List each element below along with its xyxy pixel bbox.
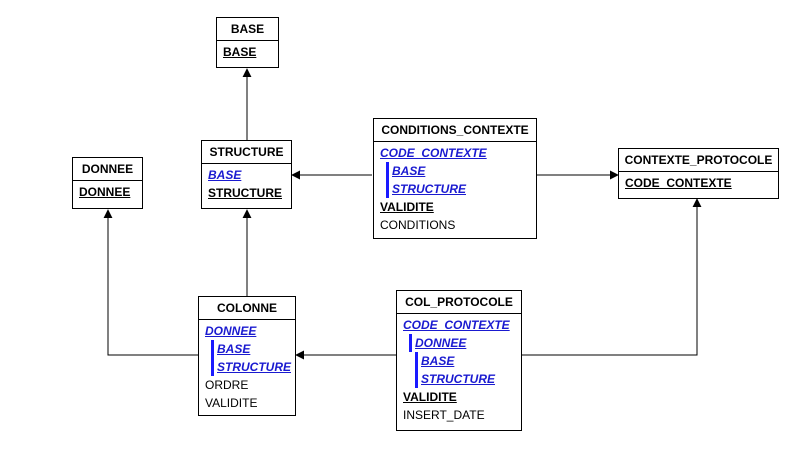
attr-fk: STRUCTURE: [211, 358, 291, 376]
entity-donnee[interactable]: DONNEE DONNEE: [72, 157, 143, 209]
entity-col-protocole[interactable]: COL_PROTOCOLE CODE_CONTEXTE DONNEE BASE …: [396, 290, 522, 431]
attr-pk: VALIDITE: [380, 200, 434, 214]
edge-colonne-donnee: [103, 209, 198, 356]
entity-title: DONNEE: [73, 158, 142, 181]
attr-plain: CONDITIONS: [380, 218, 456, 232]
attr-fk: STRUCTURE: [415, 370, 495, 388]
attr-pk: CODE_CONTEXTE: [625, 176, 732, 190]
attr-fk: CODE_CONTEXTE: [403, 318, 510, 332]
attr-fk-sub: DONNEE: [403, 334, 521, 352]
attr-fk: DONNEE: [205, 324, 257, 338]
entity-colonne[interactable]: COLONNE DONNEE BASE STRUCTURE ORDRE VALI…: [198, 296, 296, 416]
entity-title: CONTEXTE_PROTOCOLE: [619, 149, 778, 172]
attr-fk: DONNEE: [409, 334, 466, 352]
edge-colprotocole-contexte: [521, 198, 702, 356]
attr-plain: ORDRE: [205, 378, 249, 392]
attr-pk: DONNEE: [79, 185, 131, 199]
entity-title: COLONNE: [199, 297, 295, 320]
attr-plain: INSERT_DATE: [403, 408, 485, 422]
attr-fk: STRUCTURE: [386, 180, 466, 198]
attr-fk-sub: BASE: [403, 352, 521, 370]
attr-fk: BASE: [208, 168, 242, 182]
entity-structure[interactable]: STRUCTURE BASE STRUCTURE: [201, 140, 292, 209]
entity-title: BASE: [217, 18, 278, 41]
entity-contexte-protocole[interactable]: CONTEXTE_PROTOCOLE CODE_CONTEXTE: [618, 148, 779, 199]
attr-fk-sub: STRUCTURE: [380, 180, 536, 198]
attr-fk: CODE_CONTEXTE: [380, 146, 487, 160]
attr-fk-sub: BASE: [205, 340, 295, 358]
entity-conditions-contexte[interactable]: CONDITIONS_CONTEXTE CODE_CONTEXTE BASE S…: [373, 118, 537, 239]
entity-title: CONDITIONS_CONTEXTE: [374, 119, 536, 142]
attr-fk-sub: BASE: [380, 162, 536, 180]
attr-pk: VALIDITE: [403, 390, 457, 404]
attr-fk-sub: STRUCTURE: [403, 370, 521, 388]
attr-fk: BASE: [386, 162, 425, 180]
attr-pk: BASE: [223, 45, 257, 59]
attr-plain: VALIDITE: [205, 396, 258, 410]
attr-fk-sub: STRUCTURE: [205, 358, 295, 376]
entity-title: STRUCTURE: [202, 141, 291, 164]
attr-fk: BASE: [211, 340, 250, 358]
attr-pk: STRUCTURE: [208, 186, 282, 200]
entity-title: COL_PROTOCOLE: [397, 291, 521, 314]
entity-base[interactable]: BASE BASE: [216, 17, 279, 68]
attr-fk: BASE: [415, 352, 454, 370]
